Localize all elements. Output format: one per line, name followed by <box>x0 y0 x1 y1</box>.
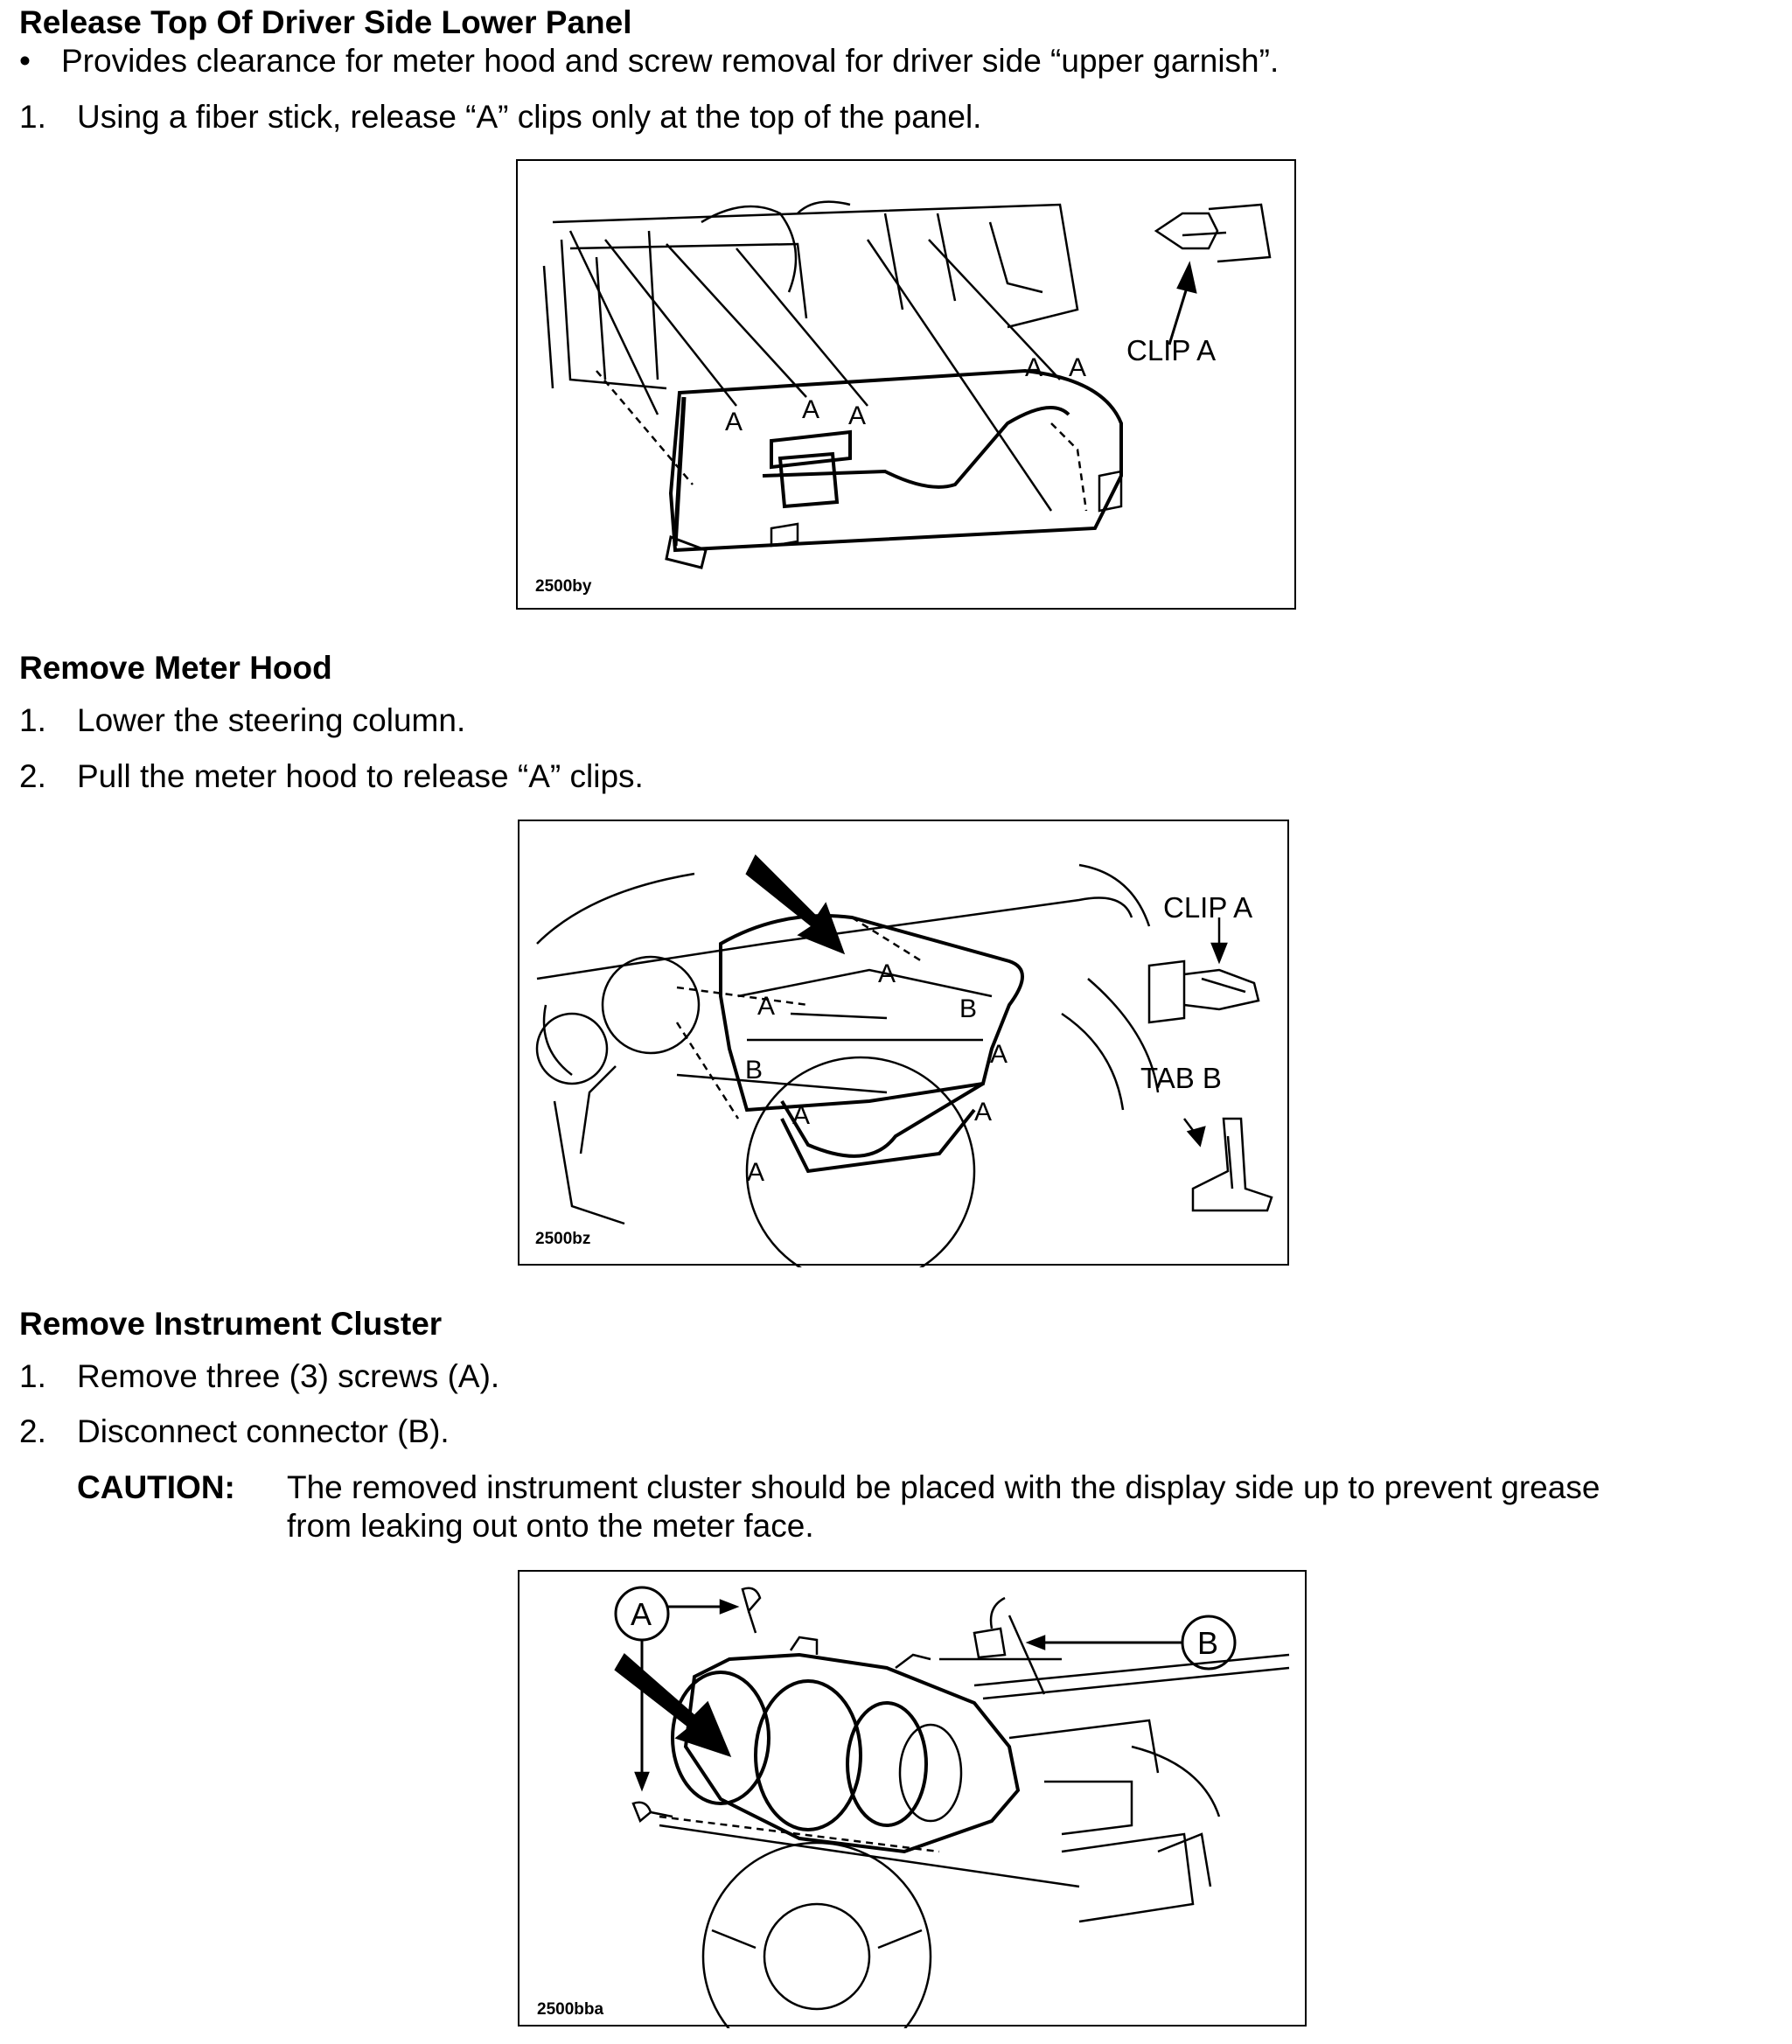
step-number: 2. <box>19 758 46 794</box>
figure-number: 2500by <box>535 577 592 596</box>
tab-b-label: TAB B <box>1140 1062 1222 1094</box>
figure-lower-panel-illustration <box>542 200 1272 569</box>
step-number: 1. <box>19 1358 46 1394</box>
caution-label: CAUTION: <box>77 1469 235 1505</box>
callout-a: A <box>802 395 820 424</box>
step-text: Disconnect connector (B). <box>77 1413 450 1449</box>
section-heading-release-lower-panel: Release Top Of Driver Side Lower Panel <box>19 4 632 40</box>
figure-meter-hood: CLIP A TAB B A A B A B A A A 2500bz <box>518 820 1289 1267</box>
section-heading-remove-instrument-cluster: Remove Instrument Cluster <box>19 1306 443 1342</box>
caution-text-continued: from leaking out onto the meter face. <box>287 1508 814 1544</box>
step-text: Remove three (3) screws (A). <box>77 1358 500 1394</box>
step-text: Using a fiber stick, release “A” clips o… <box>77 99 982 135</box>
step-text: Lower the steering column. <box>77 702 466 738</box>
callout-b: B <box>959 994 978 1023</box>
callout-a: A <box>725 408 743 436</box>
step-number: 1. <box>19 702 46 738</box>
bullet-text: Provides clearance for meter hood and sc… <box>61 43 1280 79</box>
callout-a: A <box>878 959 896 988</box>
callout-a: A <box>974 1098 993 1127</box>
callout-a: A <box>747 1158 765 1187</box>
step-number: 1. <box>19 99 46 135</box>
clip-a-label: CLIP A <box>1163 891 1253 924</box>
step-number: 2. <box>19 1413 46 1449</box>
bullet-symbol: • <box>19 43 31 79</box>
callout-a: A <box>631 1596 652 1632</box>
callout-a: A <box>1069 353 1087 382</box>
caution-text: The removed instrument cluster should be… <box>287 1469 1600 1505</box>
figure-number: 2500bz <box>535 1230 591 1248</box>
callout-a: A <box>1025 353 1043 382</box>
figure-meter-hood-illustration <box>535 854 1273 1267</box>
callout-a: A <box>848 401 867 430</box>
figure-number: 2500bba <box>537 2000 604 2019</box>
figure-lower-panel: CLIP A A A A A A 2500by <box>516 159 1296 610</box>
callout-a: A <box>757 992 776 1021</box>
figure-instrument-cluster: A B 2500bba <box>518 1570 1307 2028</box>
section-heading-remove-meter-hood: Remove Meter Hood <box>19 650 332 686</box>
callout-b: B <box>1197 1625 1219 1661</box>
callout-a: A <box>990 1040 1008 1069</box>
step-text: Pull the meter hood to release “A” clips… <box>77 758 644 794</box>
figure-instrument-cluster-illustration <box>614 1586 1290 2028</box>
callout-b: B <box>745 1056 764 1085</box>
callout-a: A <box>792 1101 811 1130</box>
clip-a-label: CLIP A <box>1126 334 1217 366</box>
